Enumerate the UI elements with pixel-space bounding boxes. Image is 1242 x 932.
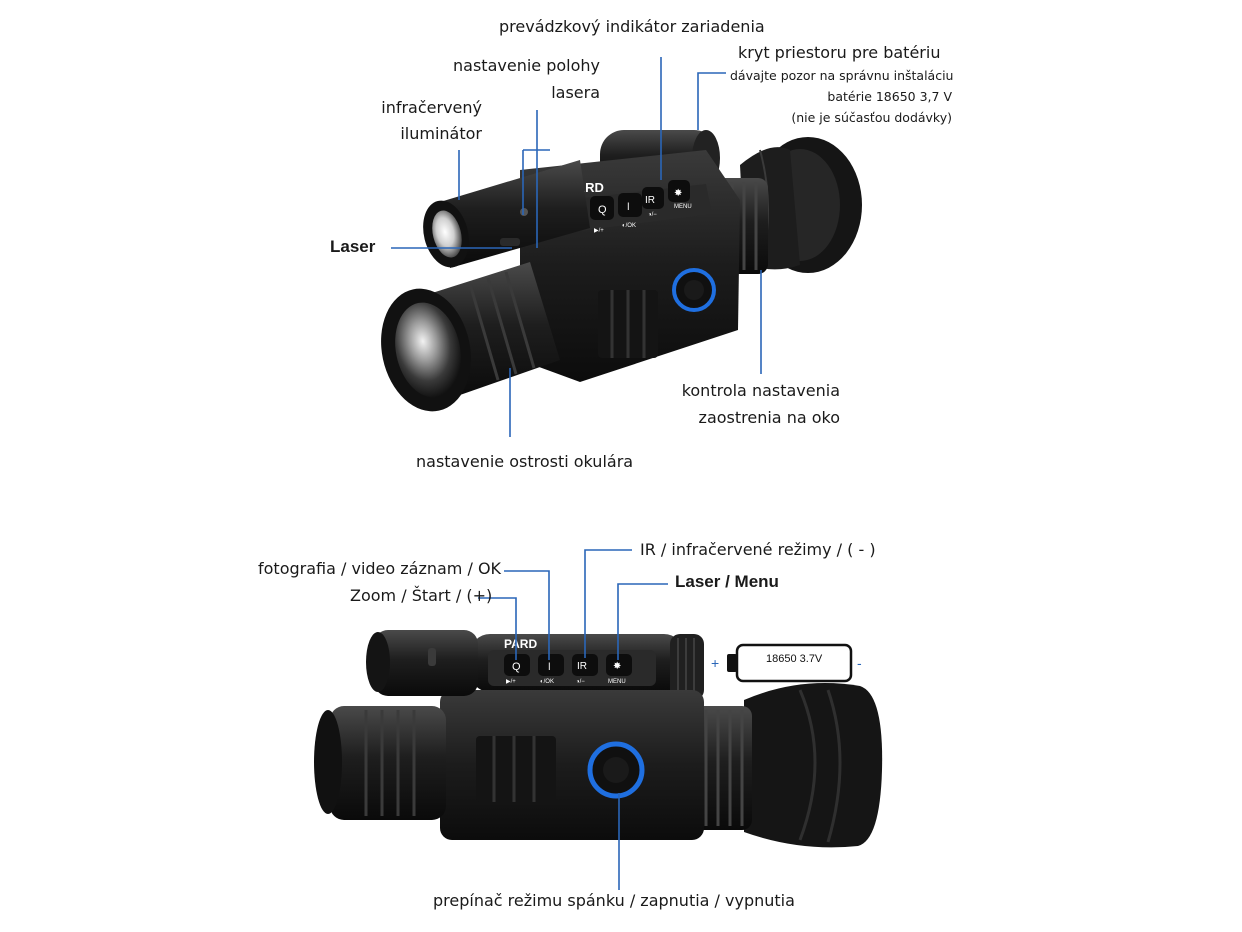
svg-text:▶/+: ▶/+: [594, 228, 604, 234]
label-laser-position-2: lasera: [551, 83, 600, 102]
label-photo-video-ok: fotografia / video záznam / OK: [258, 559, 502, 578]
top-photo-button: [618, 193, 642, 217]
top-menu-button: [668, 180, 690, 202]
svg-text:✸: ✸: [674, 188, 682, 199]
svg-text:▶/+: ▶/+: [506, 679, 516, 685]
label-indicator: prevádzkový indikátor zariadenia: [499, 17, 765, 36]
bottom-photo-button: [538, 654, 564, 676]
svg-text:Q: Q: [598, 204, 607, 216]
bottom-ir-illuminator: [366, 630, 478, 696]
bottom-eyecup: [744, 683, 883, 848]
label-laser: Laser: [330, 237, 376, 256]
svg-text:MENU: MENU: [674, 204, 692, 210]
battery-plus: +: [711, 655, 719, 671]
bottom-battery-cap: [670, 634, 704, 700]
svg-text:IR: IR: [645, 195, 655, 206]
label-battery-note-1: dávajte pozor na správnu inštaláciu: [730, 68, 954, 83]
label-laser-menu: Laser / Menu: [675, 572, 779, 591]
bottom-ir-button: [572, 654, 598, 676]
top-ir-illuminator: [423, 160, 590, 268]
bottom-device: Q ǀ IR ✸ ▶/+ ◐/OK ◑/− MENU PARD: [314, 630, 883, 848]
svg-text:ǀ: ǀ: [627, 202, 630, 213]
label-ir-illuminator-1: infračervený: [381, 98, 482, 117]
bottom-main-body: [440, 690, 704, 840]
label-eye-focus-1: kontrola nastavenia: [681, 381, 840, 400]
bottom-leader-lines: [478, 549, 668, 890]
label-sleep-power-switch: prepínač režimu spánku / zapnutia / vypn…: [433, 891, 795, 910]
top-power-button-icon: [672, 268, 716, 312]
bottom-eyepiece-ring: [694, 706, 752, 830]
top-leader-lines: [391, 57, 762, 437]
top-zoom-button: [590, 196, 614, 220]
svg-text:IR: IR: [577, 661, 587, 672]
battery-icon: [727, 643, 853, 683]
top-device: Q ǀ IR ✸ ▶/+ ◐/OK ◑/− MENU PARD: [381, 130, 862, 412]
bottom-objective-tube: [314, 706, 446, 820]
label-battery-note-3: (nie je súčasťou dodávky): [791, 110, 952, 125]
top-objective-lens: [381, 288, 471, 412]
bottom-power-button-icon: [587, 741, 645, 799]
bottom-zoom-button: [504, 654, 530, 676]
svg-text:MENU: MENU: [608, 679, 626, 685]
battery-text: 18650 3.7V: [766, 653, 823, 665]
top-ir-button: [642, 187, 664, 209]
bottom-menu-button: [606, 654, 632, 676]
label-eye-focus-2: zaostrenia na oko: [698, 408, 840, 427]
top-control-panel: Q ǀ IR ✸ ▶/+ ◐/OK ◑/− MENU: [566, 180, 712, 234]
label-zoom-start: Zoom / Štart / (+): [350, 586, 493, 605]
label-ir-illuminator-2: iluminátor: [400, 124, 482, 143]
svg-text:◐/OK: ◐/OK: [540, 679, 554, 685]
svg-text:✸: ✸: [613, 661, 621, 672]
label-battery-cover: kryt priestoru pre batériu: [738, 43, 941, 62]
bottom-picatinny-rail: [476, 736, 556, 802]
svg-text:◐/OK: ◐/OK: [622, 223, 636, 229]
label-battery-note-2: batérie 18650 3,7 V: [827, 89, 952, 104]
label-laser-position-1: nastavenie polohy: [453, 56, 600, 75]
battery-minus: -: [857, 655, 862, 671]
svg-text:Q: Q: [512, 661, 521, 673]
label-ir-modes: IR / infračervené režimy / ( - ): [640, 540, 876, 559]
label-eyepiece-sharpness: nastavenie ostrosti okulára: [416, 452, 634, 471]
bottom-control-panel: Q ǀ IR ✸ ▶/+ ◐/OK ◑/− MENU: [488, 650, 656, 686]
bottom-objective-lens: [314, 710, 342, 814]
svg-text:◑/−: ◑/−: [648, 212, 657, 218]
top-picatinny-rail: [598, 290, 658, 358]
svg-text:ǀ: ǀ: [548, 662, 551, 673]
svg-text:◑/−: ◑/−: [576, 679, 585, 685]
bottom-brand-logo: PARD: [504, 637, 537, 651]
